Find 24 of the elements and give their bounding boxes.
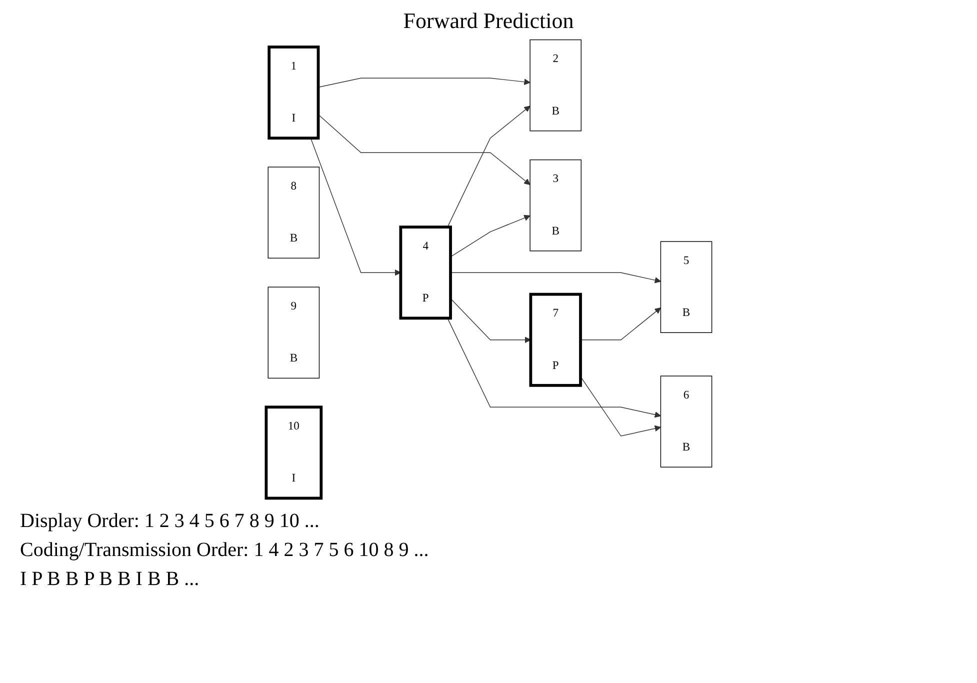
- node-box: 1 I: [267, 46, 320, 140]
- arrow: [450, 272, 660, 284]
- arrow: [450, 298, 530, 344]
- node-box: 5 B: [660, 241, 712, 333]
- node-box: 7 P: [528, 292, 582, 387]
- node-box: 3 B: [529, 159, 582, 252]
- arrow: [446, 318, 660, 418]
- order-note: Display Order: 1 2 3 4 5 6 7 8 9 10 ...: [20, 510, 320, 533]
- arrow: [580, 376, 660, 436]
- node-box: 4 P: [398, 226, 452, 320]
- diagram-title: Forward Prediction: [402, 8, 575, 34]
- order-note: I P B B P B B I B B ...: [20, 568, 200, 591]
- arrow: [317, 78, 530, 88]
- node-box: 6 B: [660, 376, 712, 468]
- node-box: 10 I: [264, 406, 322, 500]
- arrow: [580, 307, 660, 340]
- arrow: [317, 114, 530, 185]
- arrow: [450, 214, 530, 258]
- node-box: 8 B: [267, 166, 320, 259]
- node-box: 9 B: [267, 286, 320, 379]
- arrow: [310, 138, 400, 276]
- order-note: Coding/Transmission Order: 1 4 2 3 7 5 6 10 8 9 ...: [20, 539, 430, 562]
- node-box: 2 B: [529, 39, 582, 132]
- arrow: [446, 106, 530, 228]
